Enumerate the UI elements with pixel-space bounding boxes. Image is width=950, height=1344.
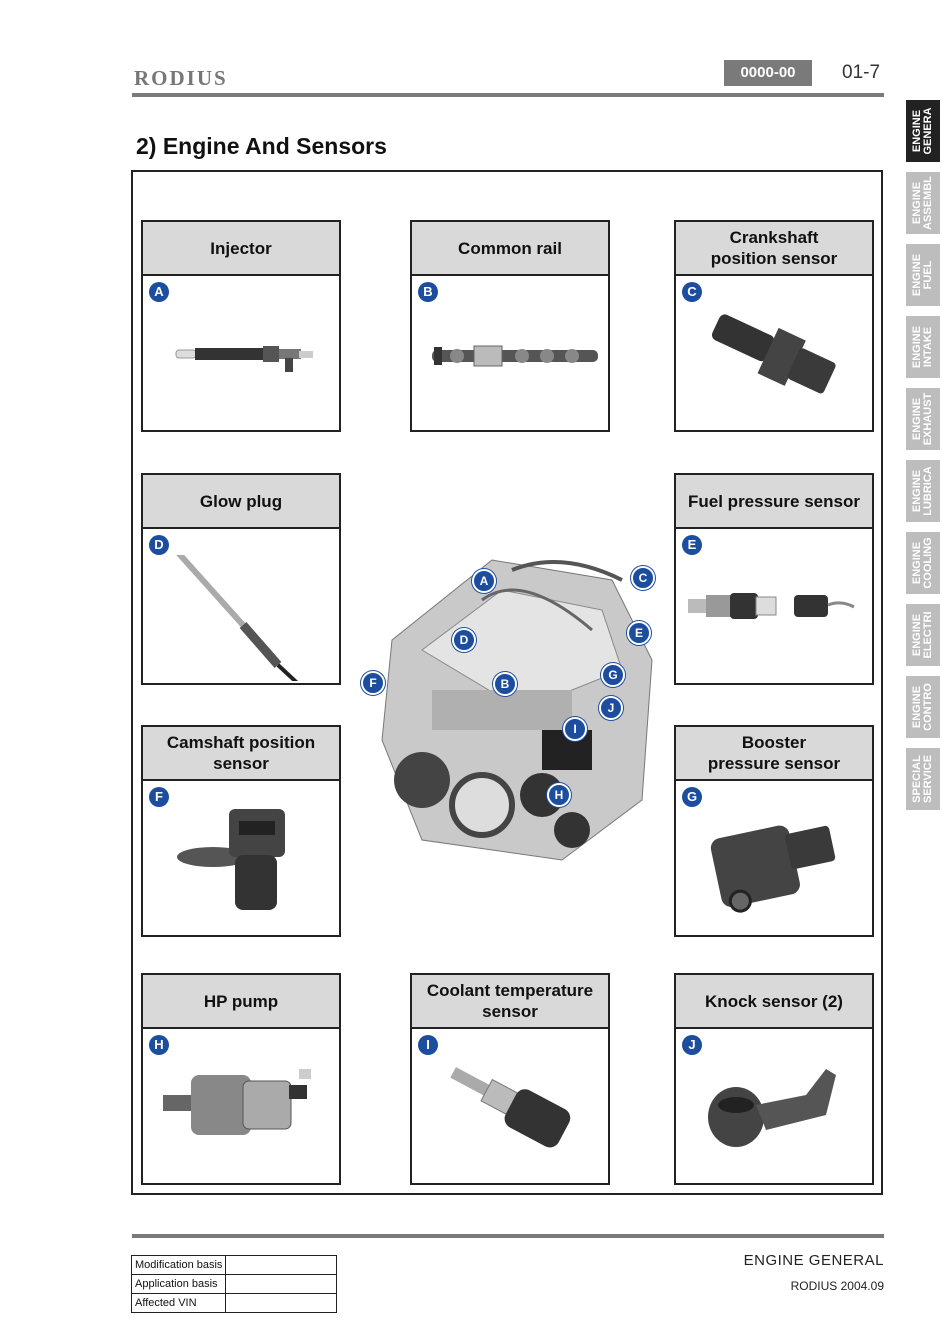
- header-divider: [132, 93, 884, 97]
- coolant-temp-sensor-image: [450, 1067, 571, 1148]
- figure-frame: [131, 170, 883, 1195]
- card-title: Common rail: [412, 222, 608, 276]
- tab-engine-general[interactable]: ENGINE GENERA: [906, 100, 940, 162]
- camshaft-sensor-image: [177, 809, 285, 910]
- card-title: Booster pressure sensor: [676, 727, 872, 781]
- card-title: Knock sensor (2): [676, 975, 872, 1029]
- card-glow-plug: Glow plug D: [141, 473, 341, 685]
- brand-logo: RODIUS: [134, 66, 228, 90]
- crankshaft-sensor-image: [711, 314, 836, 394]
- section-tabs: ENGINE GENERA ENGINE ASSEMBL ENGINE FUEL…: [906, 100, 950, 820]
- hp-pump-image: [163, 1069, 311, 1135]
- engine-callout: D: [452, 628, 476, 652]
- footer-divider: [132, 1234, 884, 1238]
- card-letter-badge: E: [682, 535, 702, 555]
- modification-table: Modification basis Application basis Aff…: [130, 1255, 338, 1313]
- engine-callout: F: [361, 671, 385, 695]
- tab-engine-electrical[interactable]: ENGINE ELECTRI: [906, 604, 940, 666]
- engine-callout: H: [547, 783, 571, 807]
- footer-title: ENGINE GENERAL: [743, 1252, 884, 1269]
- engine-callout: C: [631, 566, 655, 590]
- card-coolant-temp-sensor: Coolant temperature sensor I: [410, 973, 610, 1185]
- fuel-pressure-sensor-image: [688, 593, 855, 619]
- page-title: 2) Engine And Sensors: [136, 133, 387, 159]
- card-crankshaft-sensor: Crankshaft position sensor C: [674, 220, 874, 432]
- card-letter-badge: H: [149, 1035, 169, 1055]
- tab-engine-exhaust[interactable]: ENGINE EXHAUST: [906, 388, 940, 450]
- row-label: Modification basis: [130, 1255, 227, 1275]
- card-title: Injector: [143, 222, 339, 276]
- tab-engine-intake[interactable]: ENGINE INTAKE: [906, 316, 940, 378]
- card-letter-badge: I: [418, 1035, 438, 1055]
- card-letter-badge: A: [149, 282, 169, 302]
- card-common-rail: Common rail B: [410, 220, 610, 432]
- injector-image: [175, 346, 313, 372]
- card-title: Camshaft position sensor: [143, 727, 339, 781]
- glow-plug-image: [176, 555, 299, 681]
- card-knock-sensor: Knock sensor (2) J: [674, 973, 874, 1185]
- card-letter-badge: C: [682, 282, 702, 302]
- engine-callout: B: [493, 672, 517, 696]
- card-letter-badge: G: [682, 787, 702, 807]
- tab-engine-cooling[interactable]: ENGINE COOLING: [906, 532, 940, 594]
- engine-illustration: [381, 559, 653, 861]
- engine-callout: E: [627, 621, 651, 645]
- row-label: Affected VIN: [130, 1293, 227, 1313]
- common-rail-image: [432, 345, 598, 367]
- card-letter-badge: D: [149, 535, 169, 555]
- card-fuel-pressure-sensor: Fuel pressure sensor E: [674, 473, 874, 685]
- row-label: Application basis: [130, 1274, 227, 1294]
- card-title: Glow plug: [143, 475, 339, 529]
- row-value: [225, 1255, 338, 1275]
- knock-sensor-image: [708, 1069, 836, 1147]
- tab-engine-control[interactable]: ENGINE CONTRO: [906, 676, 940, 738]
- tab-engine-assembly[interactable]: ENGINE ASSEMBL: [906, 172, 940, 234]
- card-injector: Injector A: [141, 220, 341, 432]
- row-value: [225, 1274, 338, 1294]
- engine-callout: J: [599, 696, 623, 720]
- card-camshaft-sensor: Camshaft position sensor F: [141, 725, 341, 937]
- card-booster-pressure-sensor: Booster pressure sensor G: [674, 725, 874, 937]
- card-title: Coolant temperature sensor: [412, 975, 608, 1029]
- engine-callout: G: [601, 663, 625, 687]
- engine-callout: A: [472, 569, 496, 593]
- card-letter-badge: F: [149, 787, 169, 807]
- section-code-badge: 0000-00: [724, 60, 812, 86]
- card-letter-badge: J: [682, 1035, 702, 1055]
- page-number: 01-7: [842, 62, 881, 83]
- card-title: HP pump: [143, 975, 339, 1029]
- tab-special-service[interactable]: SPECIAL SERVICE: [906, 748, 940, 810]
- card-title: Fuel pressure sensor: [676, 475, 872, 529]
- booster-pressure-sensor-image: [710, 825, 836, 913]
- card-title: Crankshaft position sensor: [676, 222, 872, 276]
- card-letter-badge: B: [418, 282, 438, 302]
- tab-engine-fuel[interactable]: ENGINE FUEL: [906, 244, 940, 306]
- engine-callout: I: [563, 717, 587, 741]
- row-value: [225, 1293, 338, 1313]
- tab-engine-lubrication[interactable]: ENGINE LUBRICA: [906, 460, 940, 522]
- card-hp-pump: HP pump H: [141, 973, 341, 1185]
- footer-subtitle: RODIUS 2004.09: [790, 1279, 884, 1293]
